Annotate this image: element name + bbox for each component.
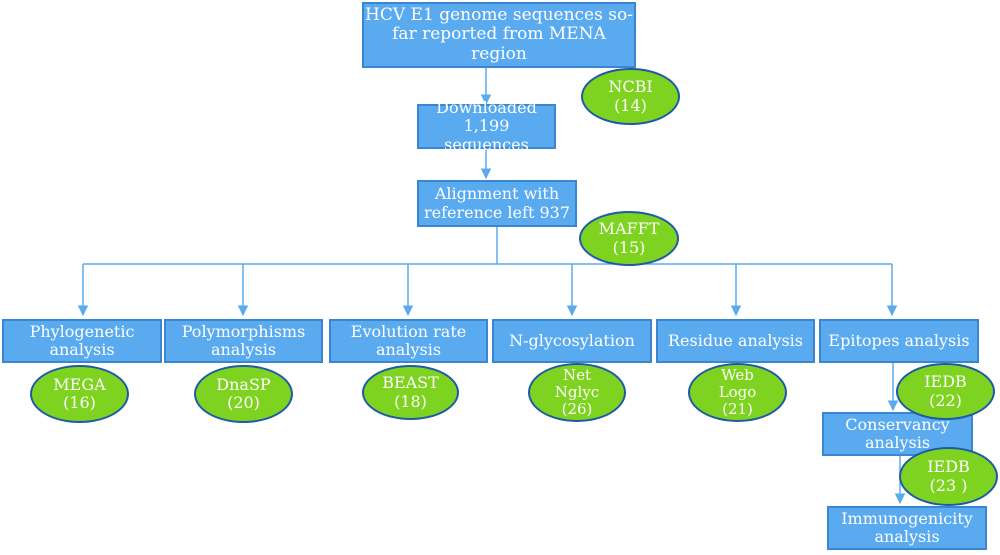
epitopes-analysis-box: Epitopes analysis	[819, 319, 979, 363]
iedb-conservancy-label: IEDB (23 )	[927, 457, 970, 495]
source-box: HCV E1 genome sequences so- far reported…	[362, 2, 636, 68]
evolution-rate-box: Evolution rate analysis	[329, 319, 488, 363]
nglycosylation-box: N-glycosylation	[492, 319, 652, 363]
alignment-box: Alignment with reference left 937	[417, 180, 577, 227]
iedb-epitopes-label: IEDB (22)	[924, 372, 967, 410]
weblogo-label: Web Logo (21)	[718, 365, 757, 419]
netnglyc-label: Net Nglyc (26)	[554, 365, 600, 419]
iedb-epitopes-oval: IEDB (22)	[896, 363, 995, 420]
mafft-oval: MAFFT (15)	[579, 211, 679, 266]
ncbi-label: NCBI (14)	[608, 77, 653, 115]
immunogenicity-box: Immunogenicity analysis	[827, 506, 987, 550]
beast-oval: BEAST (18)	[362, 365, 459, 420]
download-box: Downloaded 1,199 sequences	[417, 98, 556, 153]
dnasp-oval: DnaSP (20)	[194, 365, 293, 423]
phylogenetic-label: Phylogenetic analysis	[29, 321, 135, 359]
beast-label: BEAST (18)	[382, 373, 439, 411]
ncbi-oval: NCBI (14)	[581, 68, 680, 125]
alignment-label: Alignment with reference left 937	[423, 184, 570, 222]
polymorphisms-box: Polymorphisms analysis	[164, 319, 323, 363]
residue-analysis-label: Residue analysis	[667, 330, 804, 350]
conservancy-label: Conservancy analysis	[845, 414, 950, 452]
download-label: Downloaded 1,199 sequences	[436, 97, 537, 154]
netnglyc-oval: Net Nglyc (26)	[528, 363, 626, 422]
nglycosylation-label: N-glycosylation	[509, 330, 635, 350]
mafft-label: MAFFT (15)	[598, 219, 660, 257]
epitopes-analysis-label: Epitopes analysis	[828, 330, 970, 350]
iedb-conservancy-oval: IEDB (23 )	[899, 447, 998, 506]
mega-label: MEGA (16)	[53, 374, 106, 412]
polymorphisms-label: Polymorphisms analysis	[181, 321, 306, 359]
dnasp-label: DnaSP (20)	[216, 374, 271, 412]
source-label: HCV E1 genome sequences so- far reported…	[365, 4, 633, 64]
residue-analysis-box: Residue analysis	[656, 319, 815, 363]
phylogenetic-box: Phylogenetic analysis	[2, 319, 162, 363]
evolution-rate-label: Evolution rate analysis	[350, 321, 467, 359]
mega-oval: MEGA (16)	[30, 365, 129, 423]
weblogo-oval: Web Logo (21)	[688, 363, 787, 422]
immunogenicity-label: Immunogenicity analysis	[841, 508, 973, 546]
